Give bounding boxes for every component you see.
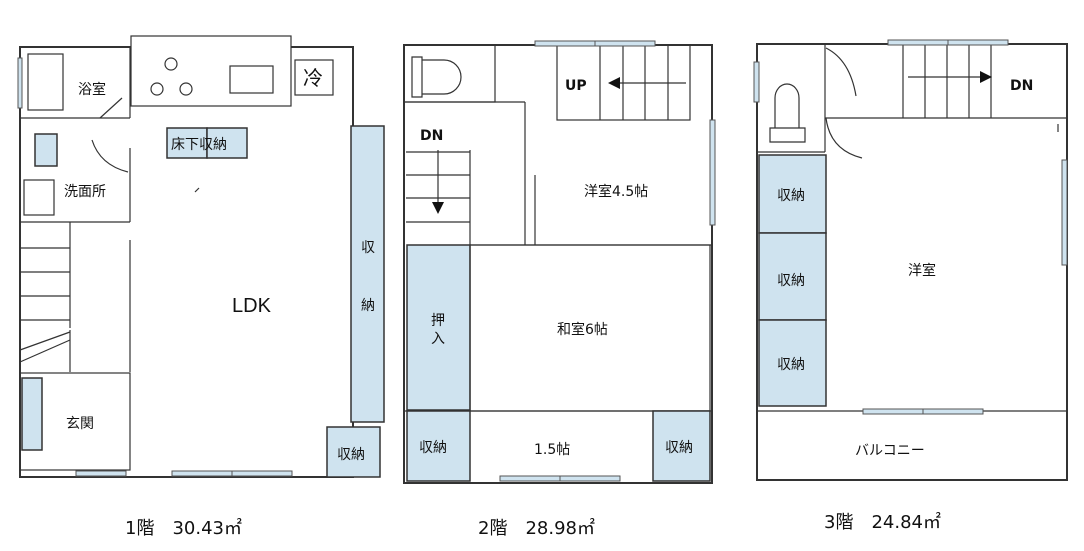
window <box>753 61 760 103</box>
window <box>499 475 561 482</box>
washing-machine-icon <box>23 179 55 216</box>
ldk-storage-label-top: 収 <box>361 240 375 256</box>
washroom-label: 洗面所 <box>64 184 106 200</box>
floor-3-plan: DN 収納 収納 収納 洋室 バルコニー 3階 24.84㎡ <box>753 39 1068 533</box>
window <box>231 470 293 477</box>
storage-1-label: 収納 <box>777 188 805 204</box>
underfloor-storage-left <box>166 127 208 159</box>
window <box>862 408 924 415</box>
stairs-down-label: DN <box>1010 78 1033 94</box>
window <box>75 470 127 477</box>
window <box>559 475 621 482</box>
floor-1-caption: 1階 30.43㎡ <box>125 517 242 539</box>
bath-label: 浴室 <box>78 81 106 98</box>
storage-bottom-left <box>406 410 471 482</box>
ldk-label: LDK <box>232 295 272 317</box>
window <box>709 119 716 226</box>
floor-2-plan: UP DN 洋室4.5帖 押 入 和室6帖 収納 1.5帖 収納 2階 28.9… <box>403 40 716 539</box>
floor-1-plan: 浴室 冷 床下収納 洗面所 LDK 収 納 玄関 収納 1階 30.43㎡ <box>17 35 385 539</box>
stove-burner-icon <box>179 82 193 96</box>
fridge-label: 冷 <box>303 67 323 90</box>
stairs-down-icon <box>404 101 526 245</box>
toilet-icon <box>411 56 462 98</box>
window <box>922 408 984 415</box>
underfloor-storage-label: 床下収納 <box>171 137 227 153</box>
bathtub-icon <box>27 53 64 111</box>
floor-2-caption: 2階 28.98㎡ <box>478 517 595 539</box>
toilet-door-icon <box>825 117 863 159</box>
storage-left-label: 収納 <box>419 440 447 456</box>
small-room-label: 1.5帖 <box>534 442 570 458</box>
stove-burner-icon <box>150 82 164 96</box>
window <box>171 470 233 477</box>
western-room-label: 洋室4.5帖 <box>584 183 648 200</box>
japanese-room-label: 和室6帖 <box>557 321 608 338</box>
storage-3 <box>758 319 827 407</box>
toilet-icon <box>769 83 806 143</box>
stairs-up-label: UP <box>565 78 587 94</box>
storage-3-label: 収納 <box>777 357 805 373</box>
washroom-door-icon <box>91 139 129 173</box>
stairs-icon <box>19 222 71 372</box>
underfloor-storage-right <box>206 127 248 159</box>
closet-oshiire <box>406 244 471 411</box>
door-swing-icon <box>825 47 857 97</box>
closet-label-bottom: 入 <box>431 331 445 347</box>
storage-label: 収納 <box>337 447 365 463</box>
stove-burner-icon <box>164 57 178 71</box>
storage-bottom-right <box>652 410 711 482</box>
window <box>1061 159 1068 266</box>
ldk-storage-vertical <box>350 125 385 423</box>
entrance-room <box>19 372 131 471</box>
entrance-shoe-storage <box>21 377 43 451</box>
window <box>534 40 596 47</box>
entrance-label: 玄関 <box>66 415 94 432</box>
stairs-up-icon <box>556 44 691 121</box>
window <box>594 40 656 47</box>
window <box>887 39 949 46</box>
stairs-down-icon <box>825 44 1067 119</box>
western-room-label: 洋室 <box>908 262 936 279</box>
window <box>947 39 1009 46</box>
stairs-down-label: DN <box>420 128 443 144</box>
storage-2-label: 収納 <box>777 273 805 289</box>
bath-door-icon <box>99 97 123 119</box>
floor-3-caption: 3階 24.84㎡ <box>824 511 941 533</box>
kitchen-counter <box>130 35 292 107</box>
closet-label-top: 押 <box>431 313 445 329</box>
ldk-storage-small <box>326 426 381 478</box>
balcony-label: バルコニー <box>855 443 925 459</box>
fridge-box <box>294 59 334 96</box>
washbasin-icon <box>34 133 58 167</box>
storage-2 <box>758 232 827 321</box>
window <box>17 57 23 109</box>
storage-right-label: 収納 <box>665 440 693 456</box>
ldk-storage-label-bottom: 納 <box>361 298 375 314</box>
sink-icon <box>229 65 274 94</box>
storage-1 <box>758 154 827 234</box>
